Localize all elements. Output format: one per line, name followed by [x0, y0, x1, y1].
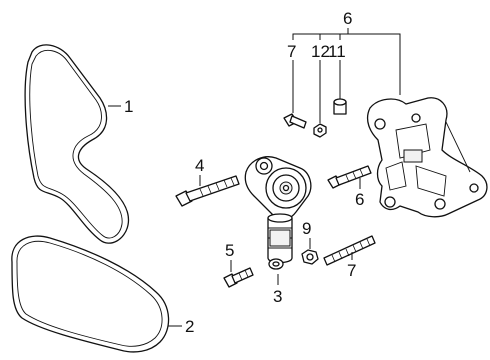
tensioner-assembly	[244, 156, 312, 270]
small-nut	[313, 123, 327, 138]
short-bolt	[223, 267, 254, 288]
long-bolt	[175, 175, 240, 207]
mounting-bracket-group	[366, 97, 488, 218]
callout-label-3: 3	[273, 287, 282, 306]
callout-label-4: 4	[195, 156, 204, 175]
callout-label-8: 6	[355, 190, 364, 209]
callout-label-1: 1	[124, 97, 133, 116]
callout-label-11: 11	[328, 42, 346, 61]
nut	[301, 249, 319, 265]
bracket-bolt-right	[327, 165, 372, 189]
callout-label-7: 7	[287, 42, 296, 61]
spacer	[333, 98, 347, 115]
callout-label-12: 12	[311, 42, 330, 61]
callout-label-10: 9	[302, 219, 311, 238]
serpentine-belt-lower	[11, 235, 170, 353]
callout-label-6: 6	[343, 9, 352, 28]
bracket-bolt	[283, 113, 307, 129]
callout-label-9: 7	[347, 261, 356, 280]
callout-label-5: 5	[225, 241, 234, 260]
serpentine-belt-upper	[24, 44, 130, 244]
group-bracket-6	[292, 33, 401, 95]
callout-label-2: 2	[185, 317, 194, 336]
stud	[323, 235, 376, 266]
